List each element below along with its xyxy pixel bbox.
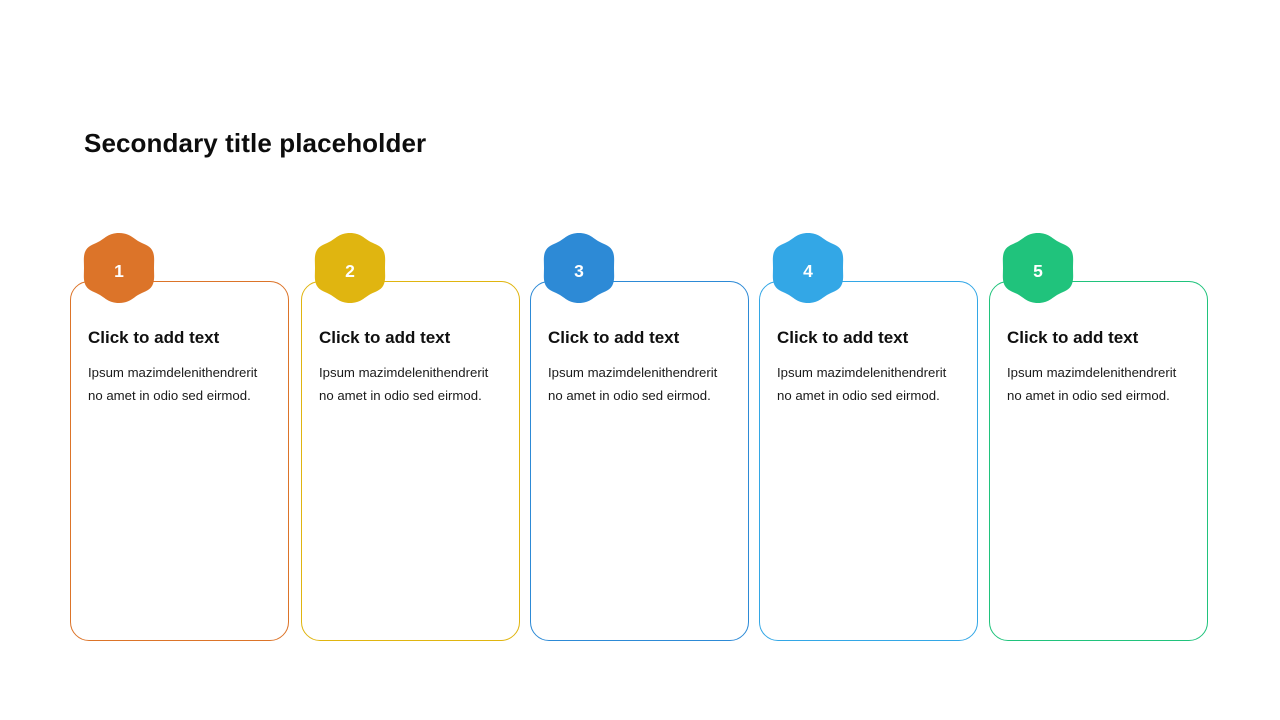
page-title: Secondary title placeholder [84,128,427,158]
card-body-text[interactable]: Ipsum mazimdelenithendrerit no amet in o… [88,365,258,403]
card-number-badge: 4 [772,232,844,304]
card-heading[interactable]: Click to add text [548,328,680,347]
card-number-badge: 3 [543,232,615,304]
card-number-badge: 1 [83,232,155,304]
blob-flower-icon [1002,233,1074,303]
blob-flower-icon [314,233,386,303]
card-heading[interactable]: Click to add text [1007,328,1139,347]
blob-flower-icon [83,233,155,303]
card-heading[interactable]: Click to add text [319,328,451,347]
card-body-text[interactable]: Ipsum mazimdelenithendrerit no amet in o… [548,365,718,403]
card-body-text[interactable]: Ipsum mazimdelenithendrerit no amet in o… [319,365,489,403]
card-outline [301,281,520,641]
blob-flower-icon [772,233,844,303]
blob-flower-icon [543,233,615,303]
card-number-badge: 2 [314,232,386,304]
card-heading[interactable]: Click to add text [777,328,909,347]
card-body-text[interactable]: Ipsum mazimdelenithendrerit no amet in o… [1007,365,1177,403]
card-number-badge: 5 [1002,232,1074,304]
card-body-text[interactable]: Ipsum mazimdelenithendrerit no amet in o… [777,365,947,403]
card-outline [70,281,289,641]
card-heading[interactable]: Click to add text [88,328,220,347]
card-outline [759,281,978,641]
card-outline [530,281,749,641]
card-outline [989,281,1208,641]
